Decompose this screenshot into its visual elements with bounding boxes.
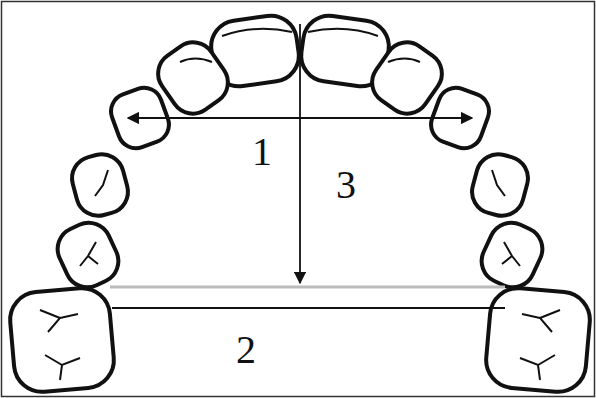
- molar-width-line: [112, 307, 505, 309]
- callout-number: 2: [236, 330, 256, 370]
- teeth: [8, 12, 592, 394]
- callout-number: 1: [252, 132, 272, 172]
- reference-line: [110, 286, 505, 289]
- callout-number: 3: [336, 165, 356, 205]
- depth-arrow: [299, 24, 301, 283]
